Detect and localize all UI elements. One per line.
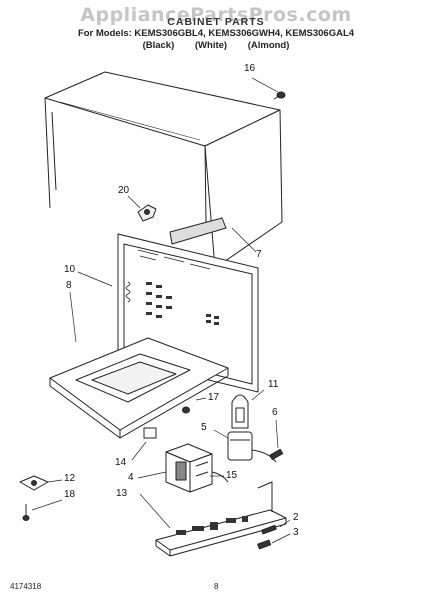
part-number: 4174318 — [10, 582, 42, 591]
leader-4 — [137, 471, 167, 479]
fuse-14 — [143, 427, 157, 439]
callout-17: 17 — [208, 392, 220, 403]
callout-6: 6 — [272, 407, 278, 418]
leader-20 — [127, 195, 141, 209]
label-plate — [169, 217, 227, 245]
callout-15: 15 — [226, 470, 238, 481]
leader-7 — [231, 227, 257, 253]
callout-7: 7 — [256, 249, 262, 260]
callout-3: 3 — [293, 527, 299, 538]
wire-15 — [211, 471, 229, 483]
callout-16: 16 — [244, 63, 256, 74]
bottom-plate-13 — [155, 481, 287, 557]
switch-2 — [261, 524, 277, 535]
callout-4: 4 — [128, 472, 134, 483]
callout-12: 12 — [64, 473, 76, 484]
leader-18 — [31, 499, 63, 511]
leader-12 — [47, 479, 63, 483]
leader-16 — [251, 77, 279, 93]
screw-17 — [182, 406, 190, 414]
cabinet-wrapper — [44, 71, 283, 269]
transformer-4 — [165, 443, 213, 493]
screw-18 — [22, 504, 30, 521]
leader-14 — [131, 441, 147, 461]
callout-18: 18 — [64, 489, 76, 500]
callout-13: 13 — [116, 488, 128, 499]
leader-2 — [279, 519, 291, 528]
leader-8 — [69, 291, 77, 343]
switch-3 — [257, 539, 272, 550]
capacitor-5 — [227, 431, 277, 463]
model-list: For Models: KEMS306GBL4, KEMS306GWH4, KE… — [77, 28, 355, 39]
callout-2: 2 — [293, 512, 299, 523]
leader-17 — [195, 397, 207, 401]
foot-12 — [19, 475, 49, 491]
page-number: 8 — [214, 582, 219, 591]
callout-10: 10 — [64, 264, 76, 275]
callout-8: 8 — [66, 280, 72, 291]
leader-6 — [275, 419, 279, 449]
callout-20: 20 — [118, 185, 130, 196]
callout-5: 5 — [201, 422, 207, 433]
base-plate — [49, 337, 229, 439]
watermark: AppliancePartsPros.com — [80, 4, 352, 26]
color-list: (Black) (White) (Almond) — [142, 40, 290, 51]
diode-6 — [269, 448, 284, 461]
bracket-20 — [137, 204, 157, 222]
screw-16 — [273, 91, 286, 100]
leader-10 — [77, 271, 113, 287]
leader-3 — [271, 533, 291, 544]
bracket-11 — [231, 394, 249, 429]
page-title: CABINET PARTS — [167, 16, 265, 28]
leader-13 — [139, 493, 171, 529]
callout-11: 11 — [268, 379, 279, 390]
leader-11 — [251, 389, 265, 401]
leader-5 — [213, 429, 229, 439]
callout-14: 14 — [115, 457, 127, 468]
